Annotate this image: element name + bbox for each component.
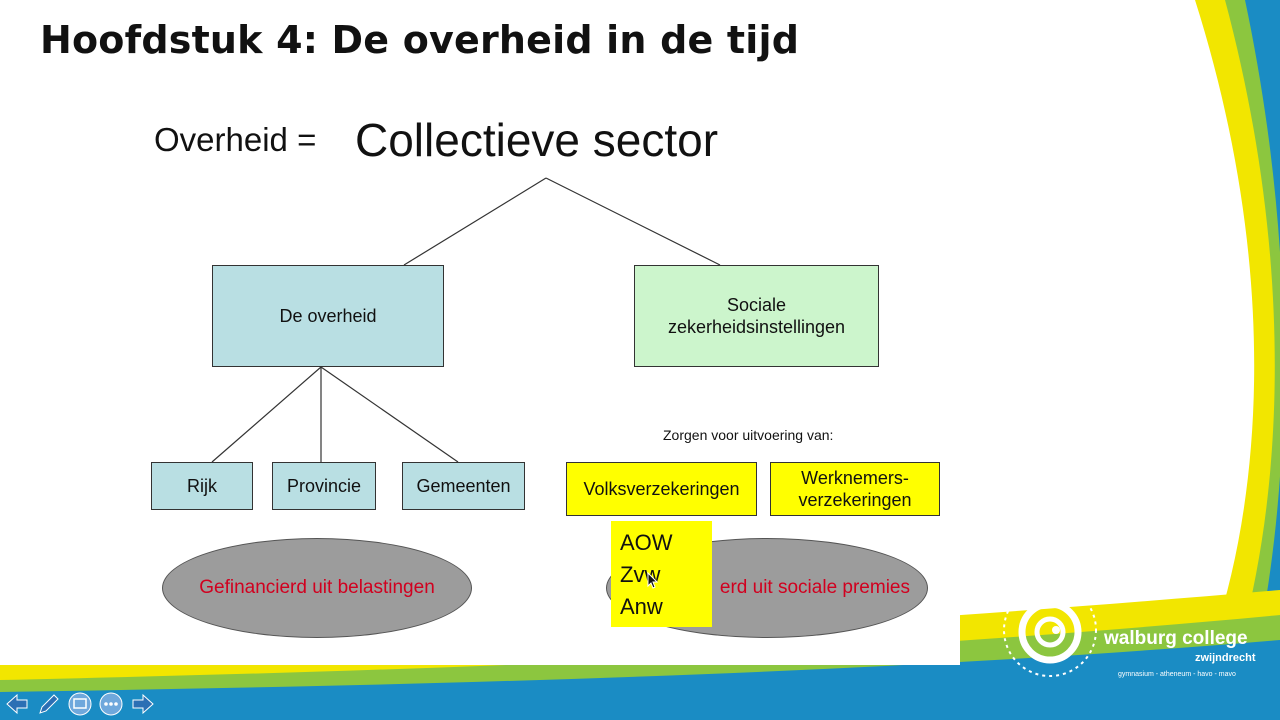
box-werknemers-line1: Werknemers- [801,467,909,488]
connector-top-left [403,177,547,266]
box-rijk: Rijk [151,462,253,510]
pen-icon[interactable] [35,690,63,718]
ellipse-premies-label: erd uit sociale premies [719,577,910,598]
equation-left: Overheid = [154,121,317,158]
connector-rijk [211,366,322,463]
box-werknemersverzekeringen: Werknemers- verzekeringen [770,462,940,516]
arrow-right-icon[interactable] [129,690,157,718]
brand-location: zwijndrecht [1195,652,1256,664]
brand-tagline: gymnasium - atheneum - havo - mavo [1118,671,1236,678]
slides-icon[interactable] [66,690,94,718]
brand-name: walburg college [1104,628,1248,649]
box-de-overheid: De overheid [212,265,444,367]
mouse-cursor-icon [647,572,659,589]
box-volksverzekeringen: Volksverzekeringen [566,462,757,516]
box-gemeenten: Gemeenten [402,462,525,510]
box-provincie-label: Provincie [286,475,362,496]
more-icon[interactable] [97,690,125,718]
box-sociale-line2: zekerheidsinstellingen [667,317,846,337]
equation-right: Collectieve sector [355,114,719,166]
box-provincie: Provincie [272,462,376,510]
swoosh-yellow-right [1180,0,1280,720]
uitvoering-label: Zorgen voor uitvoering van: [663,427,834,443]
box-volks-label: Volksverzekeringen [583,478,740,499]
box-gemeenten-label: Gemeenten [416,475,511,496]
college-logo [1003,583,1097,677]
page-title: Hoofdstuk 4: De overheid in de tijd [40,18,800,62]
list-item-anw: Anw [620,594,663,619]
ellipse-belastingen-label: Gefinancierd uit belastingen [199,577,435,598]
box-rijk-label: Rijk [187,475,217,496]
list-item-aow: AOW [620,530,673,555]
popup-volks-list: AOW Zvw Anw [611,521,712,627]
box-sociale-line1: Sociale [726,294,787,315]
arrow-left-icon[interactable] [3,690,31,718]
swoosh-blue-bottom [0,640,1280,720]
swoosh-green-right [1215,0,1280,720]
list-item-zvw: Zvw [620,562,661,587]
box-werknemers-line2: verzekeringen [798,490,912,510]
box-sociale-zekerheid: Sociale zekerheidsinstellingen [634,265,879,367]
connector-gemeenten [320,366,459,463]
connector-top-right [545,177,721,266]
ellipse-belastingen: Gefinancierd uit belastingen [162,538,472,638]
box-de-overheid-label: De overheid [279,305,377,326]
